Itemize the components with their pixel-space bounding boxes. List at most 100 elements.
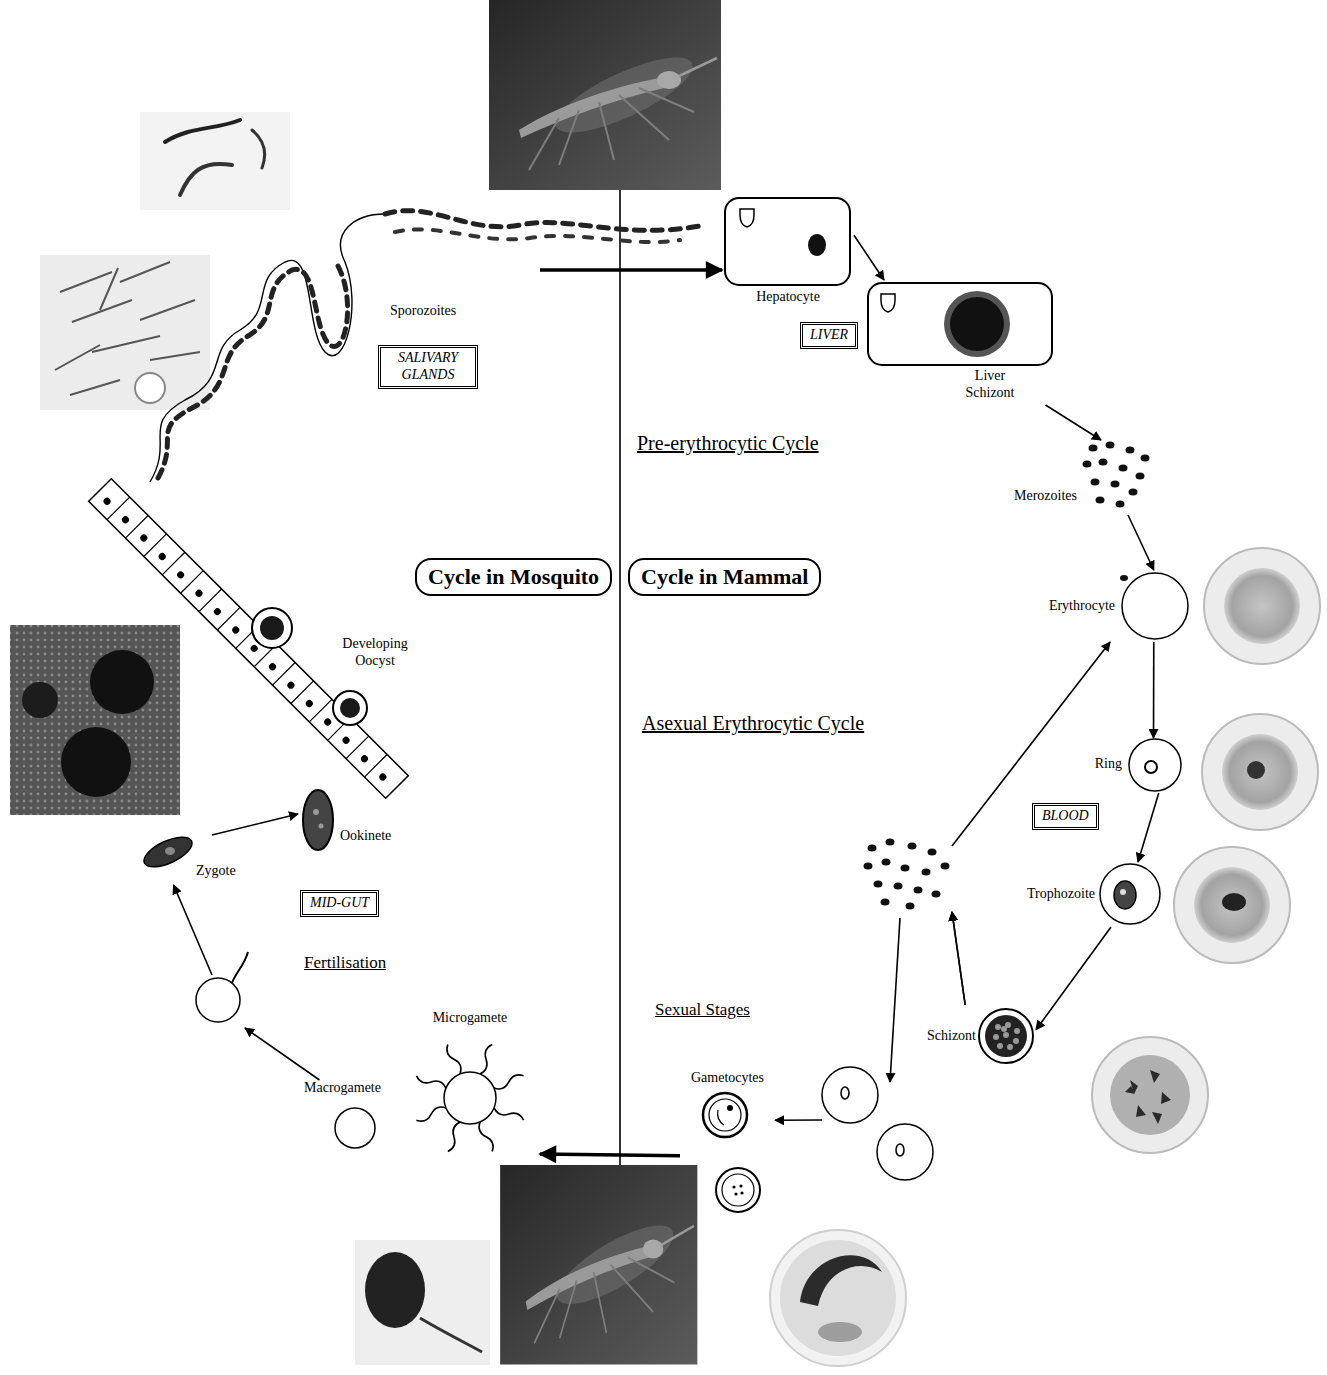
schizont-stage-outline-part [979, 1009, 1033, 1063]
stage-label: Sporozoites [390, 303, 490, 320]
merozoite-cluster-outline-part [1119, 465, 1128, 472]
merozoite-cluster-outline-part [1106, 442, 1115, 449]
sporozoite-stream-part [385, 211, 700, 231]
mosquito-photo [489, 0, 721, 190]
stage-label: Trophozoite [985, 886, 1095, 903]
stage-label: Zygote [196, 863, 260, 880]
salivary-micrograph-part [135, 373, 165, 403]
sporozoite-micrograph [140, 112, 290, 210]
blood-merozoites-part [908, 843, 917, 850]
salivary-micrograph-part [40, 255, 210, 410]
trophozoite-stage-outline-part [1120, 889, 1126, 895]
blood-merozoites-part [894, 883, 903, 890]
oocyst-micrograph-part [22, 682, 58, 718]
tissue-tag: MID-GUT [300, 890, 379, 917]
microgamete-stage-outline-part [416, 1076, 446, 1088]
oocyst-part [333, 691, 367, 725]
gametocyte-stage-outline-part [709, 1099, 741, 1131]
stage-label: Gametocytes [680, 1070, 775, 1087]
zygote-stage-outline [140, 831, 196, 873]
trophozoite-stage-outline [1100, 864, 1160, 924]
stage-arrow [775, 912, 965, 1120]
schizont-stage-outline-part [997, 1043, 1003, 1049]
merozoite-cluster-outline-part [1089, 445, 1098, 452]
macrogamete-stage: Macrogamete [285, 1080, 400, 1152]
cycle-title: Cycle in Mammal [628, 558, 821, 596]
merozoite-cluster-shape [975, 440, 1155, 515]
trophozoite-stage-outline-part [1100, 864, 1160, 924]
blood-merozoites-part [941, 863, 950, 870]
blood-smear-photo [1204, 548, 1320, 664]
gametocyte-stage-outline-part [740, 1191, 743, 1194]
oocyst-part [260, 616, 284, 640]
section-heading: Fertilisation [302, 953, 388, 973]
ookinete-stage-outline [303, 790, 333, 850]
erythrocyte-cell-outline-part [1120, 575, 1128, 581]
oocyst-part [252, 608, 292, 648]
erythrocyte-cell-outline-part [1122, 573, 1188, 639]
gametocyte-stage-shape [680, 1070, 775, 1218]
blood-smear-photo-part [1174, 847, 1290, 963]
microgamete-stage-outline-part [444, 1072, 496, 1124]
stage-label: Microgamete [400, 1010, 540, 1027]
stage-label: Merozoites [975, 488, 1077, 505]
arrow-line [245, 1028, 320, 1080]
schizont-stage-outline-part [985, 1015, 1027, 1057]
oocyst-micrograph-part [10, 625, 180, 815]
blood-smear-photo [1202, 714, 1318, 830]
stage-arrow [952, 642, 1110, 1005]
microgamete-micrograph-part [420, 1318, 482, 1352]
macrogamete-stage-outline-part [335, 1108, 375, 1148]
blood-smear-photo-part [1224, 568, 1300, 644]
tissue-tag: BLOOD [1032, 803, 1099, 830]
hepatocyte-cell-outline [725, 198, 850, 285]
arrow-line [540, 1154, 680, 1156]
gametocyte-stage-outline-part [722, 1174, 754, 1206]
macrogamete-stage-outline [335, 1108, 375, 1148]
blood-smear-photo-part [1110, 1055, 1190, 1135]
arrow-line [540, 268, 722, 272]
stage-arrow [1128, 515, 1154, 570]
oocyst-micrograph-part [10, 625, 180, 815]
blood-merozoites-part [864, 863, 873, 870]
section-heading: Sexual Stages [653, 1000, 752, 1020]
stage-label: Ookinete [340, 828, 418, 845]
sporozoite-micrograph-part [140, 112, 290, 210]
gametocyte-stage-outline-part [716, 1168, 760, 1212]
gametocyte-micrograph-part [818, 1322, 862, 1342]
fertilisation-cell-part [196, 978, 240, 1022]
blood-merozoites-part [932, 891, 941, 898]
microgamete-stage-outline-part [479, 1122, 493, 1152]
arrow-line [952, 912, 965, 1005]
zygote-stage-outline-part [140, 831, 196, 873]
stage-arrow [854, 235, 884, 280]
arrow-line [952, 642, 1110, 846]
sporozoite-micrograph-part [180, 164, 232, 195]
stage-label: Hepatocyte [722, 289, 854, 306]
zygote-stage: Zygote [140, 835, 260, 885]
gametocyte-micrograph-part [770, 1230, 906, 1366]
arrow-line [174, 885, 212, 975]
liver-schizont: Liver Schizont [865, 280, 1055, 405]
blood-smear-photo-part [1222, 893, 1246, 911]
merozoite-cluster-outline-part [1111, 481, 1120, 488]
schizont-stage-outline [979, 1009, 1033, 1063]
gametocyte-stage: Gametocytes [680, 1070, 775, 1218]
divider-line [620, 190, 621, 1165]
schizont-stage-outline-part [1014, 1028, 1020, 1034]
node-label: BLOOD [1042, 808, 1089, 825]
ookinete-stage-shape [298, 788, 418, 853]
tissue-tag: SALIVARY GLANDS [378, 345, 478, 389]
ring-stage: Ring [1080, 738, 1185, 793]
microgamete-stage-outline-part [448, 1122, 460, 1152]
gametocyte-micrograph [770, 1230, 906, 1366]
merozoite-cluster-outline-part [1129, 489, 1138, 496]
mosquito-photo-part [489, 0, 721, 190]
stage-label: Erythrocyte [1010, 598, 1115, 615]
arrow-line [890, 918, 900, 1082]
salivary-gland [150, 214, 385, 482]
liver-schizont-outline-part [868, 283, 1052, 365]
